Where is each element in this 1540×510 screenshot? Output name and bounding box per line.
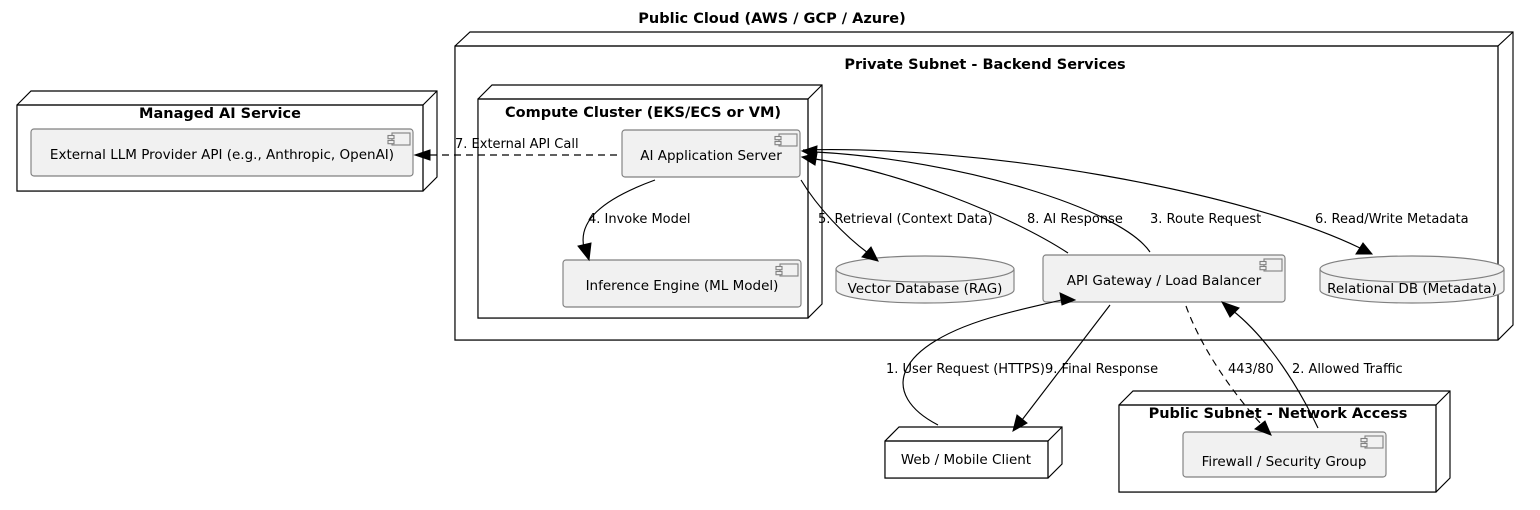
- edge-route-request: 3. Route Request: [800, 145, 1261, 253]
- edge-label-9: 9. Final Response: [1045, 362, 1158, 377]
- edge-retrieval-context-data: 5. Retrieval (Context Data): [800, 179, 993, 262]
- vector-db-label: Vector Database (RAG): [848, 281, 1003, 297]
- node-external-llm[interactable]: External LLM Provider API (e.g., Anthrop…: [30, 128, 414, 177]
- node-inference-engine[interactable]: Inference Engine (ML Model): [562, 259, 802, 308]
- node-relational-db[interactable]: Relational DB (Metadata): [1319, 255, 1505, 304]
- edge-allowed-traffic: 2. Allowed Traffic: [1220, 301, 1403, 429]
- container-private-subnet[interactable]: Private Subnet - Backend Services: [844, 57, 1125, 73]
- api-gateway-label: API Gateway / Load Balancer: [1067, 273, 1262, 289]
- edge-invoke-model: 4. Invoke Model: [577, 179, 690, 262]
- relational-db-label: Relational DB (Metadata): [1327, 281, 1497, 297]
- component-icon: [1259, 258, 1283, 272]
- edge-user-request-https: 1. User Request (HTTPS): [886, 292, 1077, 426]
- inference-engine-label: Inference Engine (ML Model): [586, 278, 779, 294]
- external-llm-label: External LLM Provider API (e.g., Anthrop…: [50, 147, 394, 163]
- component-icon: [774, 133, 798, 147]
- component-icon: [775, 263, 799, 277]
- edge-label-6: 6. Read/Write Metadata: [1315, 212, 1469, 227]
- node-firewall[interactable]: Firewall / Security Group: [1182, 431, 1387, 478]
- edge-final-response: 9. Final Response: [1012, 304, 1158, 433]
- edge-label-8: 8. AI Response: [1027, 212, 1123, 227]
- node-api-gateway[interactable]: API Gateway / Load Balancer: [1042, 254, 1286, 303]
- public-cloud-title: Public Cloud (AWS / GCP / Azure): [638, 11, 905, 27]
- node-ai-app-server[interactable]: AI Application Server: [621, 129, 801, 178]
- private-subnet-title: Private Subnet - Backend Services: [844, 57, 1125, 73]
- edge-label-1: 1. User Request (HTTPS): [886, 362, 1045, 377]
- edge-label-4: 4. Invoke Model: [588, 212, 690, 227]
- firewall-label: Firewall / Security Group: [1202, 454, 1367, 470]
- compute-cluster-title: Compute Cluster (EKS/ECS or VM): [505, 105, 781, 121]
- edge-label-7: 7. External API Call: [455, 137, 579, 152]
- node-web-mobile-client[interactable]: Web / Mobile Client: [884, 426, 1063, 479]
- edge-read-write-metadata: 6. Read/Write Metadata: [802, 149, 1469, 255]
- web-mobile-client-label: Web / Mobile Client: [901, 452, 1031, 468]
- edge-external-api-call: 7. External API Call: [413, 137, 617, 161]
- component-icon: [1360, 435, 1384, 449]
- public-subnet-title: Public Subnet - Network Access: [1149, 406, 1408, 422]
- edge-label-443-80: 443/80: [1228, 362, 1274, 377]
- edge-label-2: 2. Allowed Traffic: [1292, 362, 1403, 377]
- edge-443-80: 443/80: [1185, 305, 1274, 436]
- edge-label-3: 3. Route Request: [1150, 212, 1261, 227]
- managed-ai-service-title: Managed AI Service: [139, 106, 301, 122]
- edge-label-5: 5. Retrieval (Context Data): [818, 212, 993, 227]
- component-icon: [387, 132, 411, 146]
- ai-app-server-label: AI Application Server: [640, 148, 782, 164]
- node-vector-db[interactable]: Vector Database (RAG): [835, 255, 1015, 304]
